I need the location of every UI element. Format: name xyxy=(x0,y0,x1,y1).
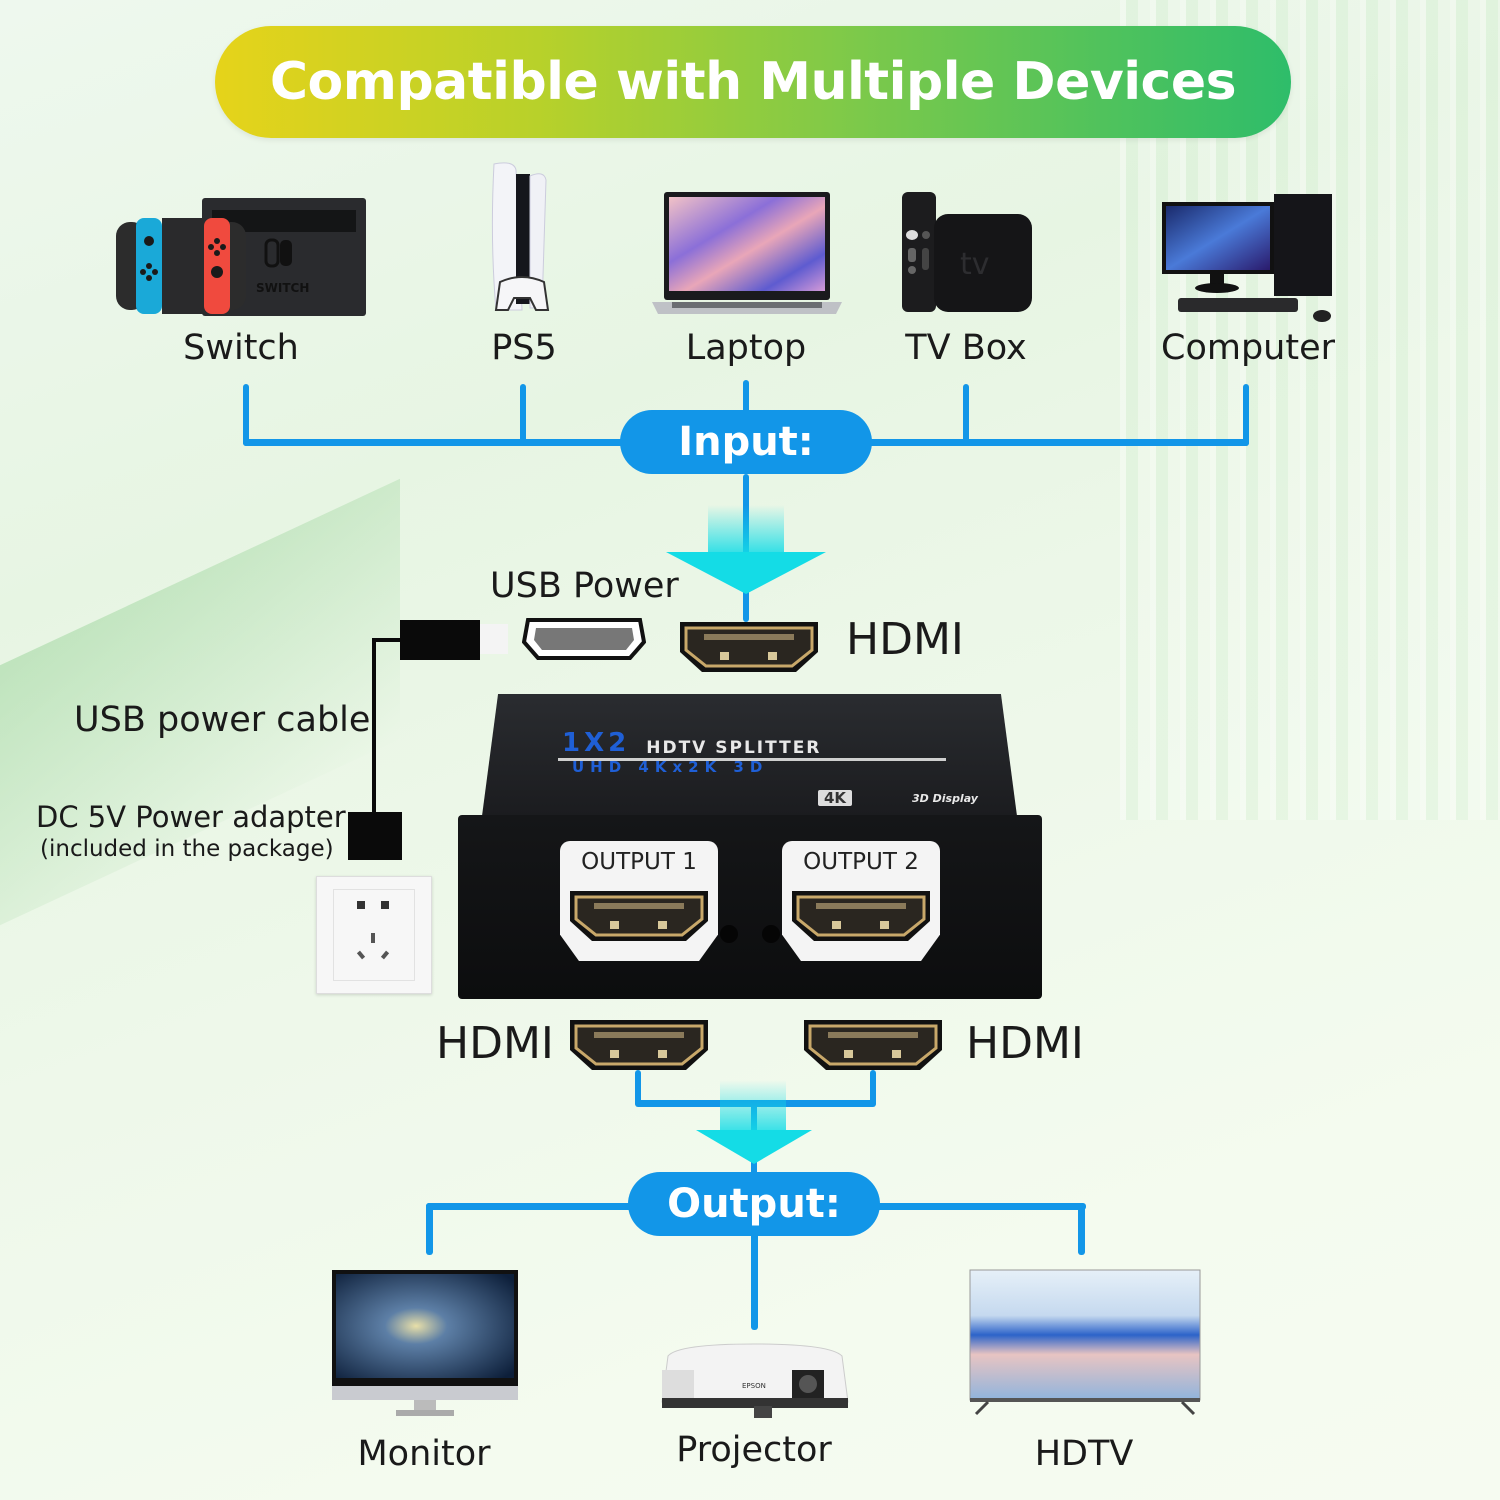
hdtv-icon xyxy=(968,1268,1202,1416)
input-device-label-tv-box: TV Box xyxy=(905,328,1027,368)
hdmi-output-left-port-icon xyxy=(568,1018,710,1072)
input-device-label-ps5: PS5 xyxy=(491,328,557,368)
output-2-label: OUTPUT 2 xyxy=(803,849,919,875)
title-banner: Compatible with Multiple Devices xyxy=(215,26,1291,138)
usb-cable xyxy=(372,638,376,814)
connector-line xyxy=(1078,1203,1085,1255)
output-device-label-projector: Projector xyxy=(676,1430,832,1470)
splitter-spec-line: UHD 4Kx2K 3D xyxy=(572,758,769,776)
monitor-icon xyxy=(330,1268,520,1418)
ps5-console-icon xyxy=(486,160,562,318)
hdmi-output-left-label: HDMI xyxy=(436,1018,554,1069)
svg-text:SWITCH: SWITCH xyxy=(256,281,309,295)
connector-line xyxy=(1243,384,1249,446)
hdmi-port-icon xyxy=(790,889,932,943)
output-device-label-monitor: Monitor xyxy=(357,1434,491,1474)
output-1-port: OUTPUT 1 xyxy=(560,841,718,961)
power-adapter-icon xyxy=(348,812,402,860)
indicator-led xyxy=(720,925,738,943)
usb-plug-tip xyxy=(480,624,508,654)
hdmi-input-port-icon xyxy=(678,620,820,674)
badge-4k-ultrahd: 4K xyxy=(818,789,853,807)
usb-power-cable-label: USB power cable xyxy=(74,700,371,740)
power-adapter-label: DC 5V Power adapter xyxy=(36,800,346,834)
connector-line xyxy=(751,1230,758,1330)
connector-line xyxy=(426,1203,433,1255)
badge-4k-text: 4K xyxy=(824,789,847,807)
input-label: Input: xyxy=(678,419,814,465)
usb-cable xyxy=(372,638,402,642)
splitter-front-face: OUTPUT 1 OUTPUT 2 xyxy=(458,815,1042,999)
projector-icon: EPSON xyxy=(658,1342,852,1420)
usb-plug-icon xyxy=(400,620,480,660)
usb-port-icon xyxy=(521,618,647,660)
output-pill: Output: xyxy=(628,1172,880,1236)
nintendo-switch-icon: SWITCH xyxy=(116,196,368,318)
svg-text:tv: tv xyxy=(960,247,990,282)
splitter-model-text: HDTV SPLITTER xyxy=(646,738,822,758)
down-arrow-icon xyxy=(696,1130,812,1164)
hdmi-port-icon xyxy=(568,889,710,943)
output-device-label-hdtv: HDTV xyxy=(1034,1434,1134,1474)
tv-box-icon: tv xyxy=(900,190,1034,316)
output-label: Output: xyxy=(667,1181,841,1227)
hdmi-input-label: HDMI xyxy=(846,614,964,665)
svg-text:EPSON: EPSON xyxy=(742,1382,766,1390)
splitter-branding: 1X2 HDTV SPLITTER xyxy=(562,728,821,758)
page-title: Compatible with Multiple Devices xyxy=(269,52,1237,112)
wall-socket-icon xyxy=(316,876,432,994)
hdmi-output-right-port-icon xyxy=(802,1018,944,1072)
badge-3d: 3D Display xyxy=(912,792,978,805)
input-device-label-switch: Switch xyxy=(183,328,299,368)
connector-line xyxy=(870,1070,876,1106)
divider xyxy=(558,758,946,761)
arrow-shaft xyxy=(708,505,784,553)
connector-line xyxy=(520,384,526,446)
desktop-computer-icon xyxy=(1160,192,1336,326)
splitter-top-face: 1X2 HDTV SPLITTER UHD 4Kx2K 3D 4K 3D Dis… xyxy=(482,694,1017,816)
connector-line xyxy=(743,380,749,420)
connector-line xyxy=(635,1070,641,1106)
power-adapter-note: (included in the package) xyxy=(40,836,334,862)
arrow-shaft xyxy=(720,1080,786,1132)
down-arrow-icon xyxy=(666,552,826,594)
output-1-label: OUTPUT 1 xyxy=(581,849,697,875)
input-pill: Input: xyxy=(620,410,872,474)
input-device-label-laptop: Laptop xyxy=(685,328,807,368)
usb-power-label: USB Power xyxy=(490,566,679,606)
input-device-label-computer: Computer xyxy=(1161,328,1335,368)
splitter-model: 1X2 xyxy=(562,728,631,758)
connector-line xyxy=(963,384,969,446)
output-2-port: OUTPUT 2 xyxy=(782,841,940,961)
indicator-led xyxy=(762,925,780,943)
hdmi-output-right-label: HDMI xyxy=(966,1018,1084,1069)
laptop-icon xyxy=(652,190,842,318)
connector-line xyxy=(243,384,249,446)
